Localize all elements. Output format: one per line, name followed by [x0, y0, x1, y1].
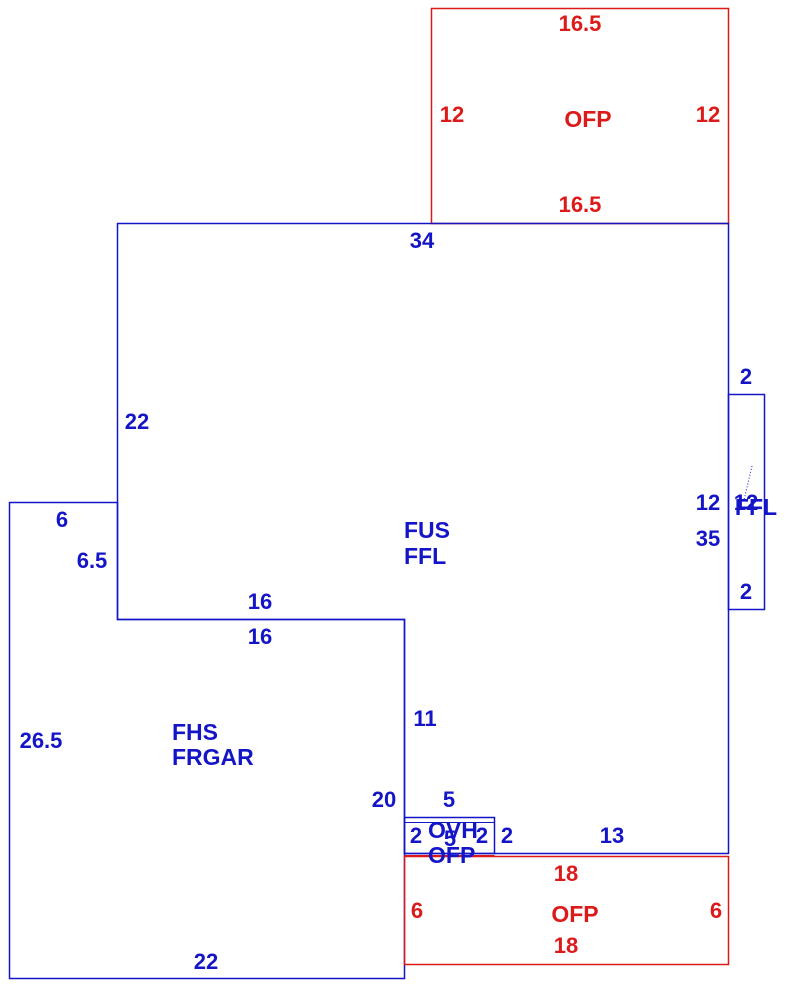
stoop-dim-right-inner: 2 [476, 823, 488, 848]
garage-dim-top: 6 [56, 507, 68, 532]
garage-label-fhs: FHS [172, 719, 218, 745]
main-label-ffl: FFL [404, 543, 446, 569]
garage-dim-bottom: 22 [194, 949, 218, 974]
main-dim-bottom: 13 [600, 823, 624, 848]
porch-top-dim-bottom: 16.5 [559, 192, 602, 217]
porch-bottom-dim-right: 6 [710, 898, 722, 923]
bay-dim-top: 2 [740, 364, 752, 389]
stoop-dim-left: 2 [410, 823, 422, 848]
main-dim-right-upper: 12 [696, 490, 720, 515]
main-dim-step-top: 16 [248, 589, 272, 614]
porch-bottom-dim-top: 18 [554, 861, 578, 886]
garage-dim-left: 26.5 [20, 728, 63, 753]
stoop-dim-top: 5 [443, 787, 455, 812]
porch-bottom-label: OFP [551, 901, 598, 927]
main-label-fus: FUS [404, 517, 450, 543]
main-dim-step-side: 11 [413, 706, 436, 731]
bay-dim-bottom: 2 [740, 579, 752, 604]
porch-top-label: OFP [564, 106, 611, 132]
stoop-dim-inner: 5 [444, 826, 456, 851]
garage-outline [8, 501, 406, 980]
porch-top-dim-right: 12 [696, 102, 720, 127]
main-dim-left: 22 [125, 409, 149, 434]
stoop-label-ovh: OVH [428, 817, 478, 843]
main-dim-top: 34 [410, 228, 435, 253]
stoop-dim-right: 2 [501, 823, 513, 848]
bay-outline [727, 393, 766, 611]
stoop-label-ofp: OFP [428, 842, 475, 868]
garage-label-frgar: FRGAR [172, 744, 254, 770]
main-dim-right-lower: 35 [696, 526, 720, 551]
porch-top-dim-top: 16.5 [559, 11, 602, 36]
porch-top-dim-left: 12 [440, 102, 464, 127]
stoop-outline [403, 816, 496, 855]
garage-dim-inner-top: 16 [248, 624, 272, 649]
porch-bottom-outline [403, 855, 730, 966]
garage-dim-upper-side: 6.5 [77, 548, 108, 573]
garage-dim-right: 20 [372, 787, 396, 812]
porch-bottom-dim-bottom: 18 [554, 933, 578, 958]
bay-label: FFL [735, 494, 777, 520]
bay-dim-side: 12 [734, 490, 758, 515]
porch-bottom-dim-left: 6 [411, 898, 423, 923]
